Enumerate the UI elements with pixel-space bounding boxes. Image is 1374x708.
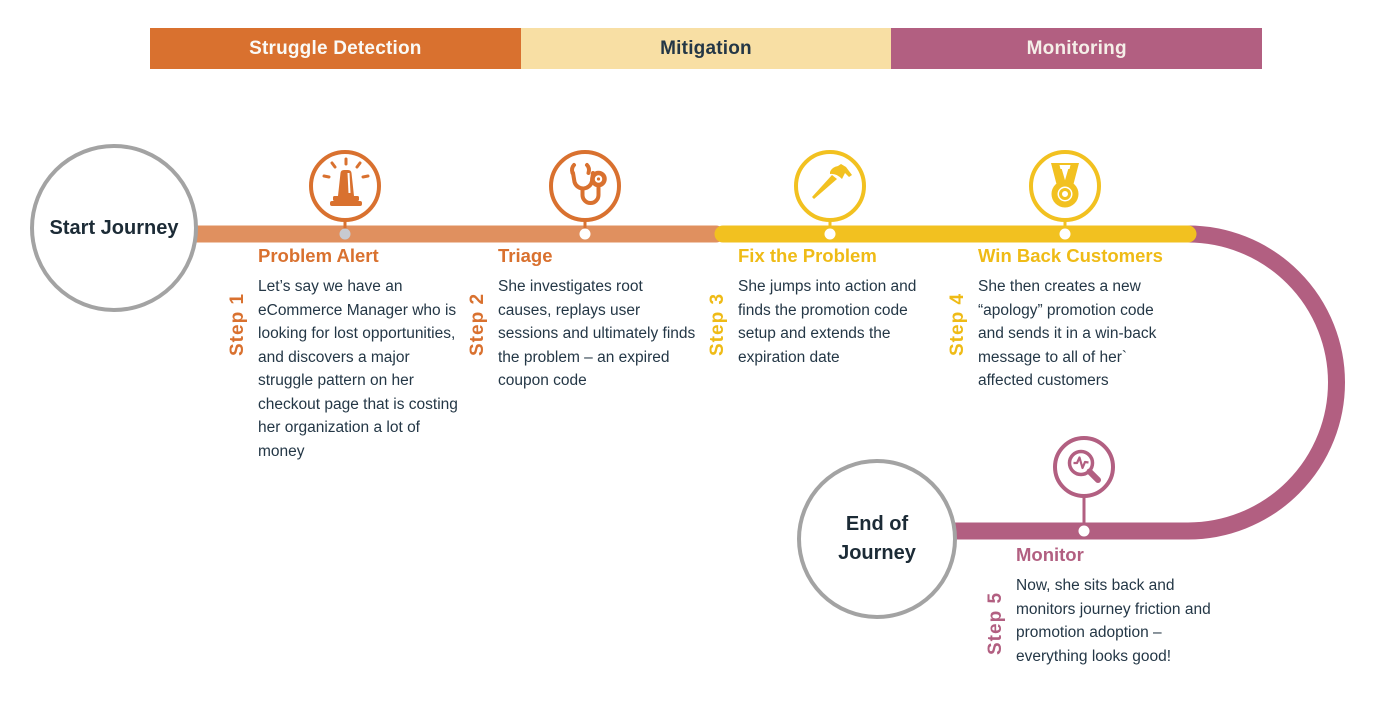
- end-journey-circle: End of Journey: [797, 459, 957, 619]
- phase-monitoring: Monitoring: [891, 28, 1263, 69]
- step-1-title: Problem Alert: [258, 245, 379, 266]
- end-journey-label-line1: End of: [845, 513, 909, 535]
- medal-icon: [1027, 148, 1103, 229]
- phase-label: Mitigation: [660, 37, 752, 59]
- step-5-description: Now, she sits back and monitors journey …: [1016, 577, 1211, 665]
- magnifier-pulse-icon: [1051, 434, 1117, 505]
- step2-marker-dot: [579, 228, 591, 240]
- timeline-monitoring-curve: [940, 225, 1345, 540]
- phase-struggle-detection: Struggle Detection: [150, 28, 521, 69]
- stethoscope-icon: [547, 148, 623, 229]
- step-3-block: Step 3 Fix the Problem She jumps into ac…: [707, 245, 930, 369]
- step-4-description: She then creates a new “apology” promoti…: [978, 278, 1157, 390]
- step4-marker-dot: [1059, 228, 1071, 240]
- step3-marker-dot: [824, 228, 836, 240]
- step-5-block: Step 5 Monitor Now, she sits back and mo…: [985, 544, 1216, 668]
- step-4-block: Step 4 Win Back Customers She then creat…: [947, 245, 1170, 393]
- phase-header: Struggle Detection Mitigation Monitoring: [150, 28, 1263, 69]
- step-5-vertical-label: Step 5: [985, 591, 1006, 655]
- step-4-title: Win Back Customers: [978, 245, 1163, 266]
- end-journey-label-line2: Journey: [838, 542, 916, 564]
- step1-marker-dot: [339, 228, 351, 240]
- siren-icon: [307, 148, 383, 229]
- phase-mitigation: Mitigation: [520, 28, 892, 69]
- step-2-description: She investigates root causes, replays us…: [498, 278, 696, 390]
- hammer-icon: [792, 148, 868, 229]
- step5-marker-dot: [1078, 525, 1090, 537]
- step-4-vertical-label: Step 4: [947, 292, 968, 356]
- step-5-title: Monitor: [1016, 544, 1084, 565]
- step-2-block: Step 2 Triage She investigates root caus…: [467, 245, 696, 393]
- start-journey-label: Start Journey: [49, 216, 179, 239]
- phase-label: Monitoring: [1026, 37, 1127, 59]
- step-1-vertical-label: Step 1: [227, 292, 248, 356]
- start-journey-circle: Start Journey: [30, 144, 198, 312]
- step-3-vertical-label: Step 3: [707, 292, 728, 356]
- step-3-description: She jumps into action and finds the prom…: [738, 278, 917, 366]
- step-1-block: Step 1 Problem Alert Let’s say we have a…: [227, 245, 458, 463]
- step-1-description: Let’s say we have an eCommerce Manager w…: [258, 278, 458, 460]
- step-2-vertical-label: Step 2: [467, 292, 488, 356]
- phase-label: Struggle Detection: [249, 37, 422, 59]
- step-3-title: Fix the Problem: [738, 245, 877, 266]
- step-2-title: Triage: [498, 245, 553, 266]
